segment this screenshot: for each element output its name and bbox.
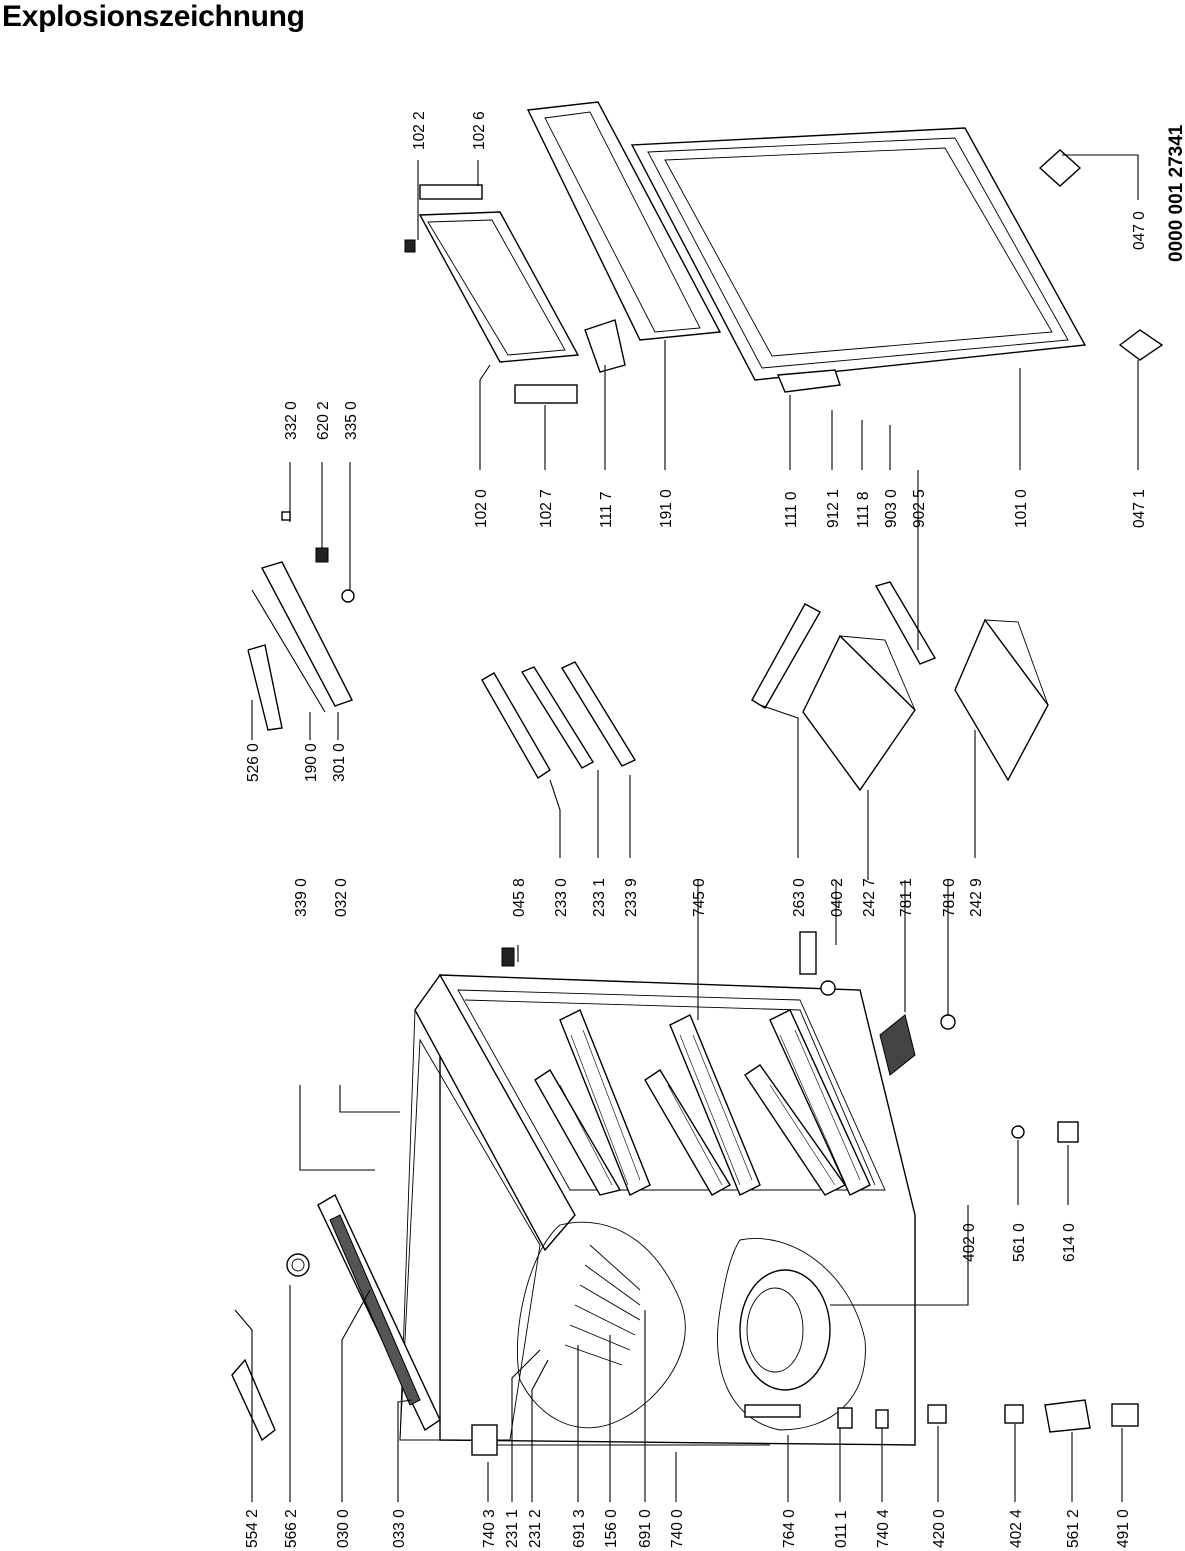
crisper-drawers [751, 581, 1049, 792]
part-labels: 554 2 566 2 030 0 033 0 740 3 231 1 231 … [244, 111, 1185, 1548]
cover-strip-parts [247, 511, 355, 731]
part-label: 040 2 [829, 878, 846, 917]
loose-small-parts [231, 149, 1164, 1442]
wire-shelves [534, 1009, 871, 1196]
cabinet-body [317, 973, 916, 1456]
page-title: Explosionszeichnung [2, 0, 305, 33]
part-label: 691 3 [571, 1509, 588, 1548]
part-label: 912 1 [825, 489, 842, 528]
part-label: 191 0 [658, 489, 675, 528]
part-label: 561 0 [1011, 1223, 1028, 1262]
part-label: 102 7 [538, 489, 555, 528]
document-number: 0000 001 27341 [1166, 124, 1185, 262]
part-label: 614 0 [1061, 1223, 1078, 1262]
part-label: 903 0 [883, 489, 900, 528]
part-label: 233 0 [553, 878, 570, 917]
part-label: 111 8 [855, 492, 872, 529]
part-label: 231 1 [504, 1509, 521, 1548]
part-label: 781 0 [941, 878, 958, 917]
part-label: 764 0 [781, 1509, 798, 1548]
part-label: 233 9 [623, 878, 640, 917]
part-label: 032 0 [333, 878, 350, 917]
part-label: 491 0 [1115, 1509, 1132, 1548]
part-label: 111 0 [783, 491, 800, 528]
part-label: 045 8 [511, 878, 528, 917]
clip-102-2 [404, 239, 416, 253]
part-label: 102 2 [411, 111, 428, 150]
part-label: 740 0 [669, 1509, 686, 1548]
part-label: 030 0 [335, 1509, 352, 1548]
part-label: 301 0 [331, 743, 348, 782]
part-label: 566 2 [283, 1509, 300, 1548]
door-assembly [526, 101, 1087, 393]
part-label: 047 1 [1131, 489, 1148, 528]
part-label: 233 1 [591, 878, 608, 917]
part-label: 111 7 [598, 492, 615, 529]
bracket-102-6 [419, 184, 483, 200]
part-label: 561 2 [1065, 1509, 1082, 1548]
part-label: 335 0 [343, 401, 360, 440]
part-label: 691 0 [637, 1509, 654, 1548]
part-label: 102 0 [473, 489, 490, 528]
part-label: 101 0 [1013, 489, 1030, 528]
part-label: 102 6 [471, 111, 488, 150]
leader-lines [234, 154, 1139, 1502]
part-label: 402 0 [961, 1223, 978, 1262]
part-label: 231 2 [527, 1509, 544, 1548]
part-label: 740 3 [481, 1509, 498, 1548]
part-label: 526 0 [245, 743, 262, 782]
part-label: 620 2 [315, 401, 332, 440]
door-shelf [418, 211, 580, 363]
part-label: 781 1 [898, 878, 915, 917]
part-label: 332 0 [283, 401, 300, 440]
part-label: 740 4 [875, 1509, 892, 1548]
part-label: 554 2 [244, 1509, 261, 1548]
part-label: 156 0 [603, 1509, 620, 1548]
part-label: 033 0 [391, 1509, 408, 1548]
part-label: 902 5 [911, 489, 928, 528]
part-label: 242 9 [968, 878, 985, 917]
part-label: 242 7 [861, 878, 878, 917]
shelf-rails [481, 661, 637, 779]
part-label: 011 1 [833, 1510, 850, 1548]
part-label: 402 4 [1008, 1509, 1025, 1548]
part-label: 047 0 [1131, 211, 1148, 250]
bracket-102-7 [514, 384, 578, 404]
hinge-cover-111-7 [584, 319, 626, 373]
part-label: 745 0 [691, 878, 708, 917]
part-label: 263 0 [791, 878, 808, 917]
part-label: 420 0 [931, 1509, 948, 1548]
part-label: 190 0 [303, 743, 320, 782]
part-label: 339 0 [293, 878, 310, 917]
